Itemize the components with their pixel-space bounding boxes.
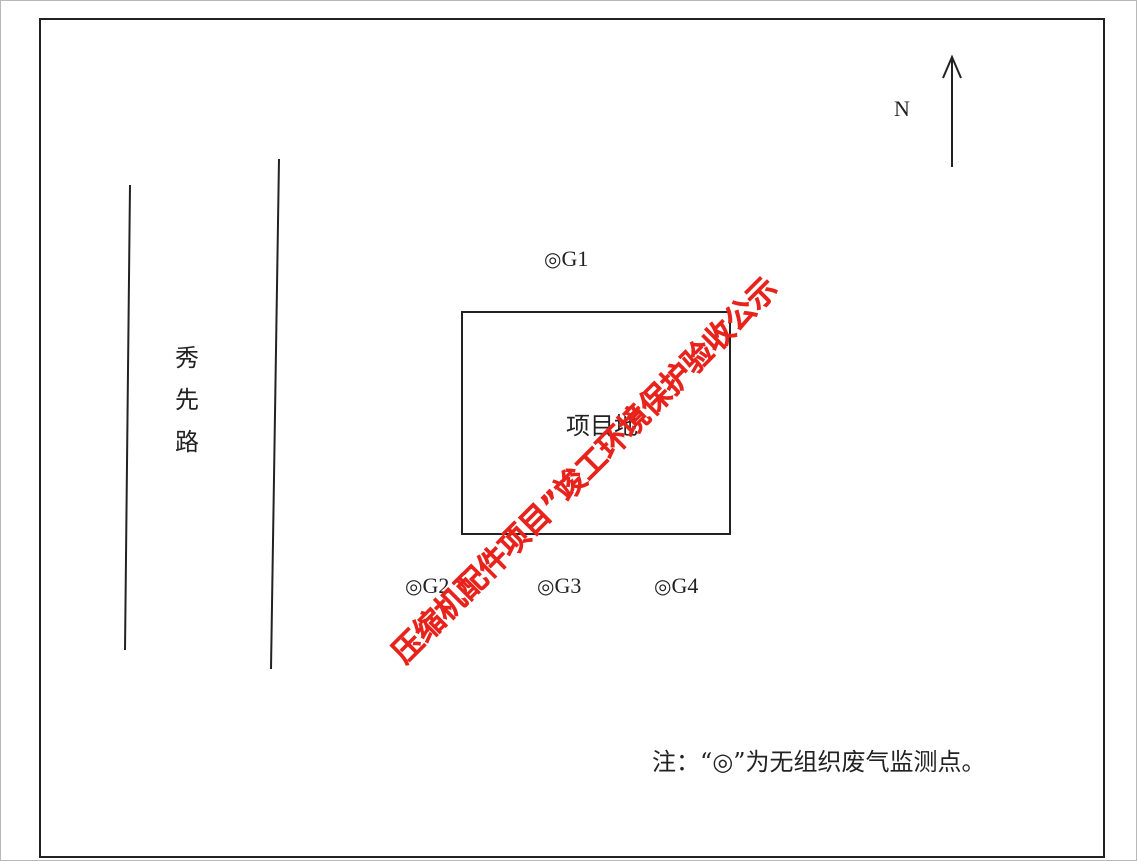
- road-line-right: [270, 158, 280, 670]
- legend-note: 注：“◎”为无组织废气监测点。: [652, 748, 986, 776]
- project-site-label: 项目地: [566, 412, 638, 440]
- monitoring-point-g4: ◎G4: [654, 575, 698, 597]
- monitoring-point-icon: ◎: [405, 574, 423, 598]
- monitoring-point-id: G2: [422, 573, 450, 598]
- north-label: N: [894, 96, 910, 121]
- road-name-char: 秀: [175, 344, 199, 372]
- road-name-char: 先: [175, 386, 199, 414]
- monitoring-point-icon: ◎: [537, 574, 555, 598]
- monitoring-point-icon: ◎: [654, 574, 672, 598]
- road-name-char: 路: [175, 428, 199, 456]
- monitoring-point-icon: ◎: [544, 247, 562, 271]
- monitoring-point-id: G4: [671, 573, 699, 598]
- monitoring-point-g3: ◎G3: [537, 575, 581, 597]
- north-arrow-icon: [942, 54, 962, 167]
- diagram-border: [39, 18, 1105, 858]
- monitoring-point-g2: ◎G2: [405, 575, 449, 597]
- project-site-box: [461, 311, 731, 535]
- road-line-left: [124, 184, 131, 651]
- monitoring-point-id: G1: [561, 246, 589, 271]
- monitoring-point-id: G3: [554, 573, 582, 598]
- monitoring-point-g1: ◎G1: [544, 248, 588, 270]
- road-name-label: 秀 先 路: [172, 337, 202, 463]
